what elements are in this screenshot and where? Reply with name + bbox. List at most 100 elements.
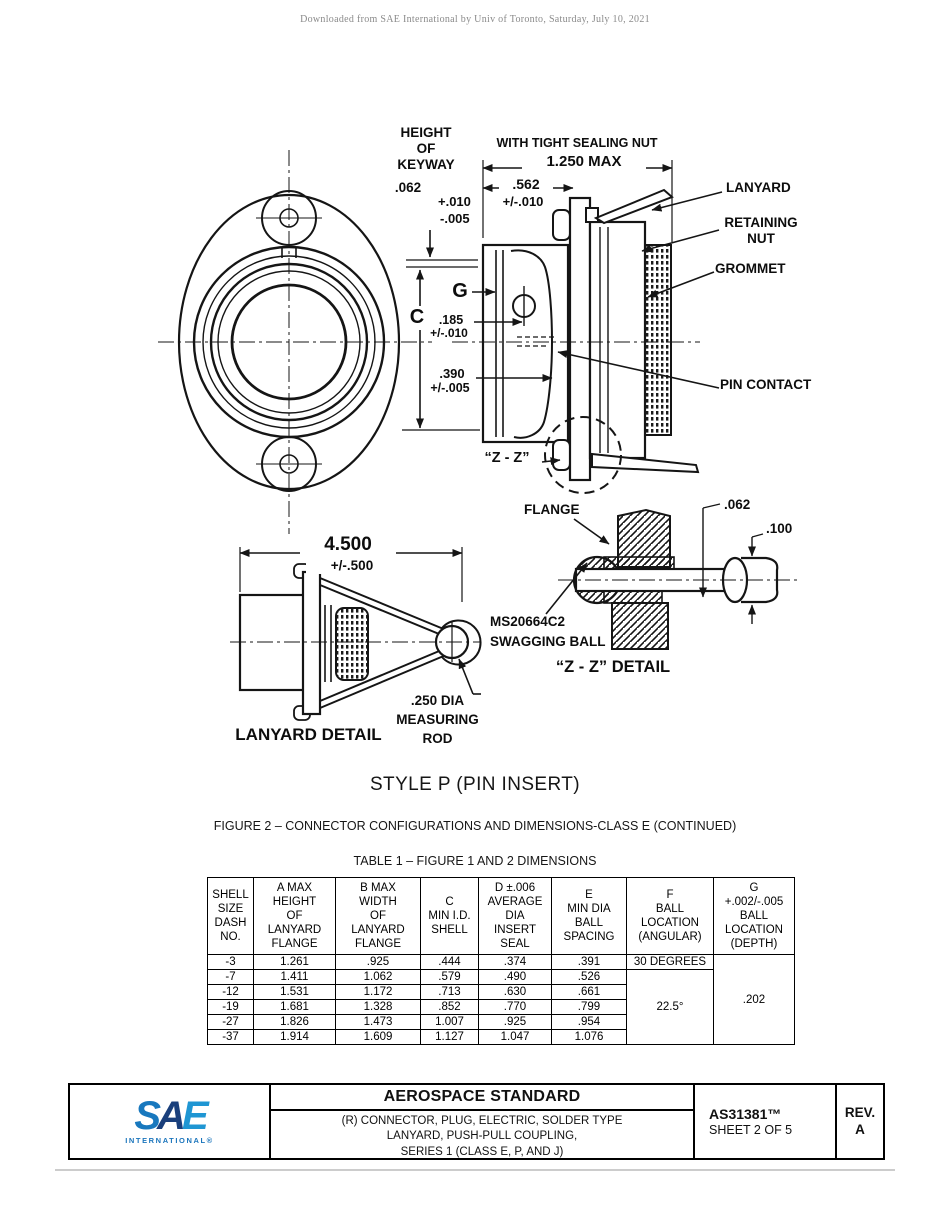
label-retaining-nut: RETAINING NUT <box>724 215 798 246</box>
cell: 1.411 <box>253 969 336 985</box>
label-lanyard: LANYARD <box>726 180 791 195</box>
col-header-c: C MIN I.D. SHELL <box>420 877 479 955</box>
label-measuring-rod: .250 DIA MEASURING ROD <box>396 693 479 746</box>
sae-logo: SAE INTERNATIONAL® <box>70 1085 271 1158</box>
revision-value: A <box>855 1121 865 1137</box>
cell: -12 <box>207 984 254 1000</box>
cell: .770 <box>478 999 552 1015</box>
label-dim-390: .390 <box>439 366 465 381</box>
col-header-e: E MIN DIA BALL SPACING <box>551 877 627 955</box>
title-block-center: AEROSPACE STANDARD (R) CONNECTOR, PLUG, … <box>271 1085 695 1158</box>
col-header-shell-size: SHELL SIZE DASH NO. <box>207 877 254 955</box>
label-dim-562: .562 <box>499 176 553 193</box>
label-zz-detail-title: “Z - Z” DETAIL <box>555 658 671 676</box>
cell-f-angle: 22.5° <box>626 969 714 1045</box>
title-block-number: AS31381™ SHEET 2 OF 5 <box>695 1085 837 1158</box>
cell: 1.127 <box>420 1029 479 1045</box>
table-row: -3 1.261 .925 .444 .374 .391 30 DEGREES … <box>207 954 795 1045</box>
cell: -7 <box>207 969 254 985</box>
document-number: AS31381™ <box>709 1106 782 1122</box>
figure2-drawing: HEIGHT OF KEYWAY .062 +.010 -.005 WITH T… <box>0 110 950 770</box>
table-row: -7 1.411 1.062 .579 .490 .526 22.5° <box>207 969 795 1045</box>
cell: 1.609 <box>335 1029 421 1045</box>
page-bottom-rule <box>55 1169 895 1171</box>
label-swagging-ball: MS20664C2 SWAGGING BALL <box>490 614 606 649</box>
cell: 1.261 <box>253 954 336 970</box>
sae-logo-word: SAE <box>134 1094 208 1138</box>
label-zz-section: “Z - Z” <box>484 450 530 466</box>
cell: .579 <box>420 969 479 985</box>
dimension-table: SHELL SIZE DASH NO. A MAX HEIGHT OF LANY… <box>207 877 795 1045</box>
table-row: -19 1.681 1.328 .852 .770 .799 <box>207 999 795 1015</box>
table-row: -37 1.914 1.609 1.127 1.047 1.076 <box>207 1029 795 1045</box>
table-row: -27 1.826 1.473 1.007 .925 .954 <box>207 1014 795 1030</box>
cell: .713 <box>420 984 479 1000</box>
label-dim-4500-tol: +/-.500 <box>306 558 398 574</box>
label-keyway-value: .062 <box>394 180 422 195</box>
cell: 1.328 <box>335 999 421 1015</box>
cell: 1.473 <box>335 1014 421 1030</box>
label-lanyard-detail-title: LANYARD DETAIL <box>235 725 382 744</box>
label-dim-c: C <box>405 306 429 330</box>
col-header-g: G +.002/-.005 BALL LOCATION (DEPTH) <box>713 877 795 955</box>
label-dim-4500: 4.500 <box>300 534 396 557</box>
label-keyway-plus-tol: +.010 <box>438 194 471 209</box>
label-dim-100: .100 <box>766 521 793 536</box>
label-dim-062: .062 <box>724 497 751 512</box>
cell: 1.062 <box>335 969 421 985</box>
cell: .925 <box>335 954 421 970</box>
cell: .391 <box>551 954 627 970</box>
col-header-a: A MAX HEIGHT OF LANYARD FLANGE <box>253 877 336 955</box>
label-sealing-nut: WITH TIGHT SEALING NUT <box>496 136 658 150</box>
cell-g-depth: .202 <box>713 954 795 1045</box>
download-note: Downloaded from SAE International by Uni… <box>300 14 650 25</box>
cell: -37 <box>207 1029 254 1045</box>
cell: -19 <box>207 999 254 1015</box>
cell: -27 <box>207 1014 254 1030</box>
revision-label: REV. <box>844 1104 876 1120</box>
cell: .630 <box>478 984 552 1000</box>
label-flange: FLANGE <box>524 502 580 517</box>
title-block-revision: REV. A <box>837 1085 883 1158</box>
col-header-d: D ±.006 AVERAGE DIA INSERT SEAL <box>478 877 552 955</box>
cell: 1.172 <box>335 984 421 1000</box>
table-header-row: SHELL SIZE DASH NO. A MAX HEIGHT OF LANY… <box>207 877 795 955</box>
cell: .925 <box>478 1014 552 1030</box>
cell: -3 <box>207 954 254 970</box>
title-block: SAE INTERNATIONAL® AEROSPACE STANDARD (R… <box>68 1083 885 1160</box>
cell: .374 <box>478 954 552 970</box>
cell: 1.826 <box>253 1014 336 1030</box>
cell: 1.007 <box>420 1014 479 1030</box>
col-header-f: F BALL LOCATION (ANGULAR) <box>626 877 714 955</box>
cell: .954 <box>551 1014 627 1030</box>
cell: 1.681 <box>253 999 336 1015</box>
cell: 1.076 <box>551 1029 627 1045</box>
label-dim-1250-max: 1.250 MAX <box>522 153 646 171</box>
cell: .852 <box>420 999 479 1015</box>
sheet-number: SHEET 2 OF 5 <box>709 1123 793 1137</box>
label-dim-185-tol: +/-.010 <box>430 326 468 340</box>
cell: 1.531 <box>253 984 336 1000</box>
cell: .444 <box>420 954 479 970</box>
cell: 1.914 <box>253 1029 336 1045</box>
label-dim-185: .185 <box>438 313 464 327</box>
document-title: (R) CONNECTOR, PLUG, ELECTRIC, SOLDER TY… <box>341 1115 623 1158</box>
label-dim-g: G <box>449 280 471 304</box>
figure-caption: FIGURE 2 – CONNECTOR CONFIGURATIONS AND … <box>213 819 737 833</box>
label-grommet: GROMMET <box>715 261 786 276</box>
cell: 1.047 <box>478 1029 552 1045</box>
label-dim-562-tol: +/-.010 <box>490 194 556 210</box>
document-type: AEROSPACE STANDARD <box>271 1085 693 1111</box>
cell: .526 <box>551 969 627 985</box>
label-pin-contact: PIN CONTACT <box>720 377 812 392</box>
cell-f-30deg: 30 DEGREES <box>626 954 714 970</box>
col-header-b: B MAX WIDTH OF LANYARD FLANGE <box>335 877 421 955</box>
cell: .490 <box>478 969 552 985</box>
label-keyway-minus-tol: -.005 <box>440 211 470 226</box>
style-title: STYLE P (PIN INSERT) <box>369 774 580 795</box>
table-caption: TABLE 1 – FIGURE 1 AND 2 DIMENSIONS <box>353 854 597 868</box>
label-height-of-keyway: HEIGHT OF KEYWAY <box>397 125 455 172</box>
cell: .661 <box>551 984 627 1000</box>
cell: .799 <box>551 999 627 1015</box>
label-dim-390-tol: +/-.005 <box>430 381 470 395</box>
